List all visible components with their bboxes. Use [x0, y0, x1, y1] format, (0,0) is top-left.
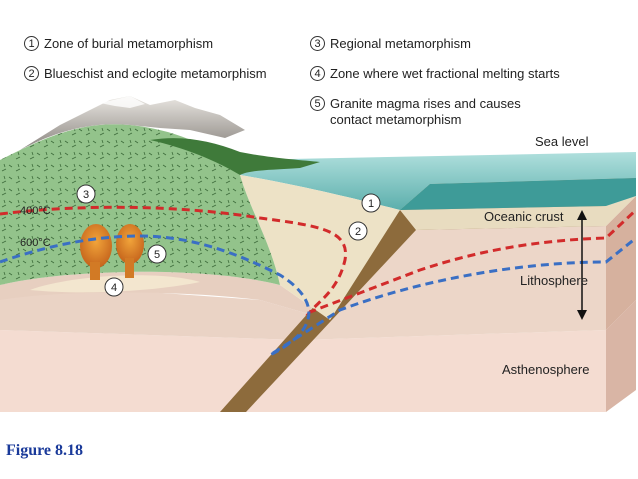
figure-caption: Figure 8.18 [6, 442, 84, 459]
magma-stem-right [125, 258, 134, 278]
marker-1: 1 [361, 193, 381, 213]
legend-item-3: 3 Regional metamorphism [310, 36, 471, 52]
sea-level-label: Sea level [535, 134, 589, 149]
oceanic-crust-band [400, 196, 636, 230]
svg-text:5: 5 [154, 249, 160, 261]
oceanic-lithosphere-side [606, 196, 636, 330]
magma-stem-left [90, 262, 100, 280]
continental-lithosphere [0, 285, 330, 340]
oceanic-lithosphere [300, 226, 606, 340]
legend-number-1: 1 [24, 36, 39, 51]
asthenosphere-label: Asthenosphere [502, 362, 589, 377]
oceanic-crust-label: Oceanic crust [484, 209, 564, 224]
lithosphere-arrow [577, 210, 587, 320]
isotherm-600-label: 600°C [20, 237, 51, 249]
ocean-front [400, 178, 636, 210]
magma-plume-left [80, 224, 112, 268]
isotherm-600-line [0, 234, 637, 357]
isotherm-400-label: 400°C [20, 205, 51, 217]
marker-4: 4 [104, 277, 124, 297]
legend-number-5: 5 [310, 96, 325, 111]
svg-text:4: 4 [111, 282, 117, 294]
legend-text-3: Regional metamorphism [330, 36, 471, 51]
continental-crust-texture [0, 124, 280, 285]
marker-2: 2 [348, 221, 368, 241]
svg-text:3: 3 [83, 189, 89, 201]
legend-item-1: 1 Zone of burial metamorphism [24, 36, 213, 52]
legend-number-3: 3 [310, 36, 325, 51]
isotherm-400-line [0, 205, 638, 316]
magma-plume-right [116, 224, 144, 264]
legend-item-2: 2 Blueschist and eclogite metamorphism [24, 66, 267, 82]
ocean [240, 152, 636, 210]
legend-number-4: 4 [310, 66, 325, 81]
mountain-range [20, 96, 245, 150]
sediment-wedge [240, 175, 400, 320]
svg-text:2: 2 [355, 226, 361, 238]
asthenosphere-layer [0, 330, 606, 412]
legend-text-2: Blueschist and eclogite metamorphism [44, 66, 267, 81]
mountain-snow [100, 96, 145, 108]
marker-5: 5 [147, 244, 167, 264]
legend-number-2: 2 [24, 66, 39, 81]
magma-plumes [80, 224, 144, 280]
svg-text:1: 1 [368, 198, 374, 210]
legend-text-5: Granite magma rises and causes [330, 96, 521, 111]
block-side [606, 300, 636, 412]
legend-text-1: Zone of burial metamorphism [44, 36, 214, 51]
marker-3: 3 [76, 184, 96, 204]
lithosphere-label: Lithosphere [520, 273, 588, 288]
forest [150, 138, 320, 175]
legend-text-5-line2: contact metamorphism [330, 112, 462, 127]
legend-item-4: 4 Zone where wet fractional melting start… [310, 66, 560, 82]
legend-text-4: Zone where wet fractional melting starts [330, 66, 560, 81]
